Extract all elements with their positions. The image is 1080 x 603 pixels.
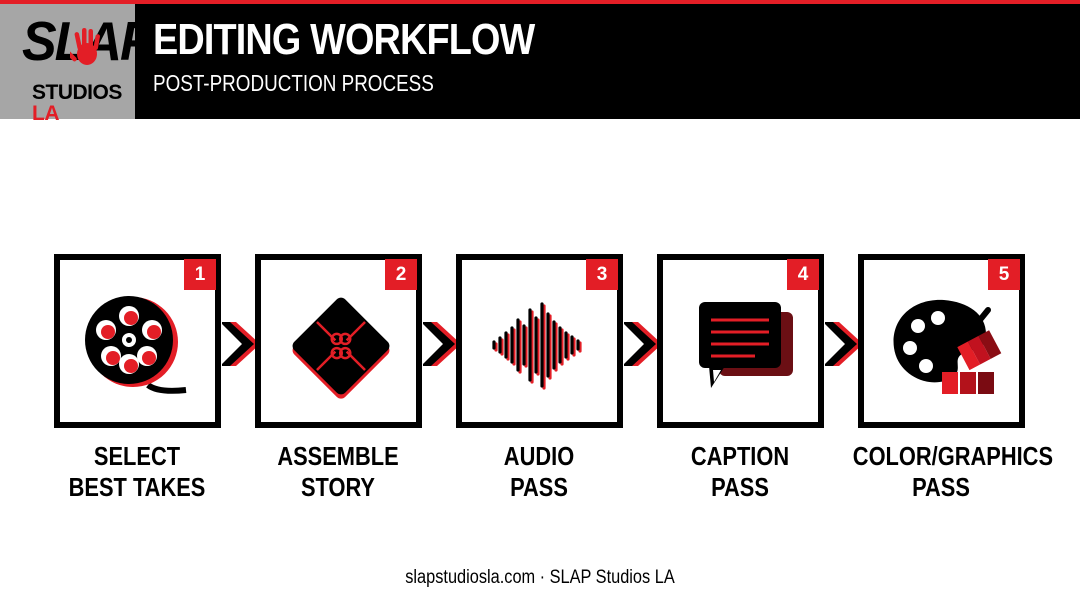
speech-bubble-icon <box>699 302 793 388</box>
step-1-card: 1 <box>54 254 221 428</box>
top-accent-line <box>0 0 1080 4</box>
logo-subtitle: STUDIOS LA <box>32 81 122 125</box>
chevron-right-icon <box>423 322 461 366</box>
page-subtitle: POST-PRODUCTION PROCESS <box>153 70 434 96</box>
puzzle-icon <box>292 297 390 399</box>
page-title: EDITING WORKFLOW <box>153 15 535 64</box>
step-number-badge: 4 <box>787 259 819 290</box>
handprint-icon <box>70 28 100 65</box>
audio-waveform-icon <box>492 302 582 390</box>
chevron-right-icon <box>825 322 863 366</box>
step-number-badge: 1 <box>184 259 216 290</box>
step-2-card: 2 <box>255 254 422 428</box>
step-3-label: AUDIO PASS <box>503 441 575 502</box>
step-4-card: 4 <box>657 254 824 428</box>
chevron-right-icon <box>222 322 260 366</box>
header-bar <box>0 4 1080 119</box>
step-2-label: ASSEMBLE STORY <box>277 441 399 502</box>
step-1-label: SELECT BEST TAKES <box>68 441 206 502</box>
step-5-card: 5 <box>858 254 1025 428</box>
step-5-label: COLOR/GRAPHICS PASS <box>852 441 1054 502</box>
logo[interactable]: SLAP STUDIOS LA <box>0 4 155 124</box>
step-number-badge: 5 <box>988 259 1020 290</box>
step-number-badge: 2 <box>385 259 417 290</box>
step-3-card: 3 <box>456 254 623 428</box>
chevron-right-icon <box>624 322 662 366</box>
step-4-label: CAPTION PASS <box>690 441 790 502</box>
palette-icon <box>893 299 1002 394</box>
footer-text: slapstudiosla.com · SLAP Studios LA <box>405 567 675 588</box>
film-reel-icon <box>85 296 187 394</box>
step-number-badge: 3 <box>586 259 618 290</box>
